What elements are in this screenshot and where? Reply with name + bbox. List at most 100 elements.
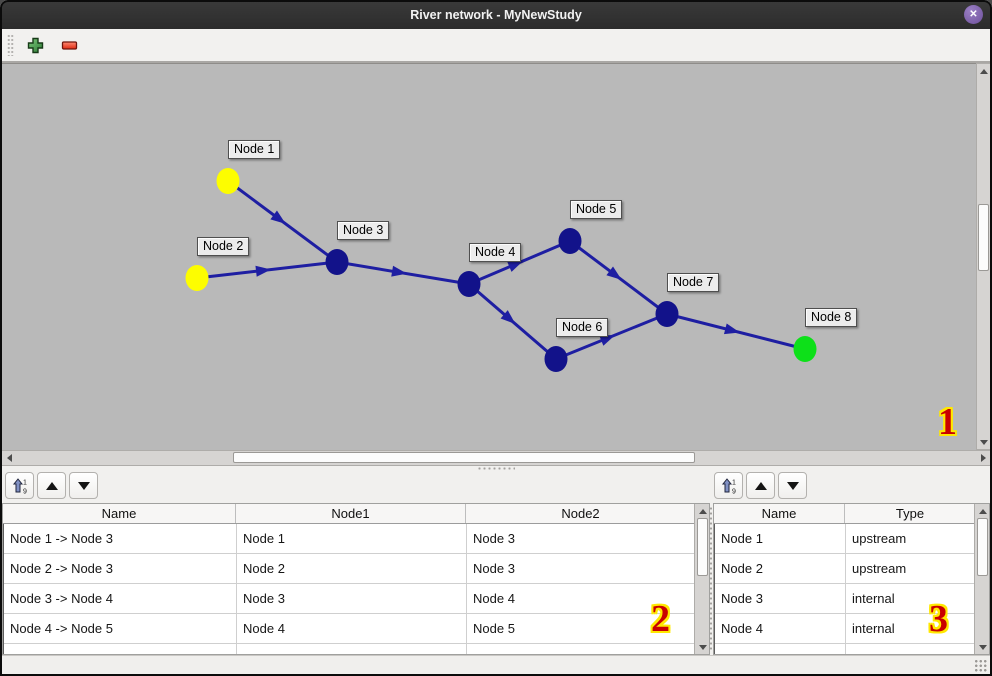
column-header-node2[interactable]: Node2: [466, 504, 696, 523]
link-node1-cell[interactable]: Node 1: [237, 524, 467, 553]
table-row[interactable]: Node 4 -> Node 5 Node 4 Node 5: [4, 614, 709, 644]
node-label: Node 6: [556, 318, 609, 337]
link-node1-cell[interactable]: Node 2: [237, 554, 467, 583]
flow-direction-arrow-icon: [606, 266, 622, 280]
table-row[interactable]: Node 3 -> Node 4 Node 3 Node 4: [4, 584, 709, 614]
node-type-cell[interactable]: internal: [846, 584, 977, 613]
link-node2-cell[interactable]: Node 3: [467, 554, 697, 583]
arrow-up-icon: [45, 481, 58, 490]
pane-splitter-handle[interactable]: [477, 466, 515, 471]
table-row[interactable]: Node 4 internal: [715, 614, 989, 644]
canvas-vertical-scrollbar[interactable]: [976, 63, 991, 450]
node-name-cell[interactable]: Node 3: [715, 584, 846, 613]
svg-text:9: 9: [23, 488, 27, 495]
nodes-table-body: Node 1 upstream Node 2 upstream Node 3 i…: [714, 524, 989, 654]
close-button[interactable]: ✕: [964, 5, 983, 24]
table-row[interactable]: Node 3 internal: [715, 584, 989, 614]
nodes-move-down-button[interactable]: [778, 472, 807, 499]
link-node1-cell[interactable]: Node 3: [237, 584, 467, 613]
node-label: Node 3: [337, 221, 390, 240]
links-table: Name Node1 Node2 Node 1 -> Node 3 Node 1…: [2, 503, 710, 655]
scroll-right-button[interactable]: [977, 451, 989, 464]
scrollbar-thumb[interactable]: [233, 452, 695, 463]
arrow-up-icon: [698, 508, 707, 514]
river-node-node-8[interactable]: [793, 336, 817, 362]
node-label: Node 4: [469, 243, 522, 262]
table-row[interactable]: [4, 644, 709, 654]
table-row[interactable]: Node 2 -> Node 3 Node 2 Node 3: [4, 554, 709, 584]
node-name-cell[interactable]: Node 1: [715, 524, 846, 553]
node-label: Node 8: [805, 308, 858, 327]
link-name-cell[interactable]: Node 1 -> Node 3: [4, 524, 237, 553]
column-header-name[interactable]: Name: [3, 504, 236, 523]
svg-text:1: 1: [23, 479, 27, 486]
remove-button[interactable]: [56, 32, 82, 58]
link-name-cell[interactable]: Node 2 -> Node 3: [4, 554, 237, 583]
link-name-cell[interactable]: Node 3 -> Node 4: [4, 584, 237, 613]
node-label: Node 5: [570, 200, 623, 219]
status-bar: [0, 655, 992, 676]
scroll-left-button[interactable]: [3, 451, 15, 464]
scroll-down-button[interactable]: [976, 641, 989, 653]
sort-1-9-icon: 1 9: [12, 477, 27, 495]
arrow-down-icon: [786, 481, 799, 490]
scrollbar-thumb[interactable]: [977, 518, 988, 576]
flow-direction-arrow-icon: [270, 210, 286, 224]
canvas-horizontal-scrollbar[interactable]: [1, 450, 991, 466]
flow-direction-arrow-icon: [507, 260, 524, 272]
scrollbar-thumb[interactable]: [697, 518, 708, 576]
scroll-up-button[interactable]: [976, 505, 989, 517]
links-sort-button[interactable]: 1 9: [5, 472, 34, 499]
table-row[interactable]: Node 2 upstream: [715, 554, 989, 584]
river-node-node-4[interactable]: [457, 271, 481, 297]
flow-direction-arrow-icon: [255, 265, 271, 277]
table-row[interactable]: [715, 644, 989, 654]
window-resize-grip[interactable]: [974, 659, 987, 672]
arrow-down-icon: [77, 481, 90, 490]
scroll-up-button[interactable]: [977, 65, 990, 77]
flow-direction-arrow-icon: [500, 310, 516, 325]
link-name-cell[interactable]: Node 4 -> Node 5: [4, 614, 237, 643]
scrollbar-thumb[interactable]: [978, 204, 989, 271]
links-table-header: Name Node1 Node2: [3, 504, 709, 524]
add-button[interactable]: [22, 32, 48, 58]
svg-text:9: 9: [732, 488, 736, 495]
toolbar-grip-handle[interactable]: [7, 34, 14, 56]
table-row[interactable]: Node 1 upstream: [715, 524, 989, 554]
column-header-name[interactable]: Name: [714, 504, 845, 523]
link-node2-cell[interactable]: Node 3: [467, 524, 697, 553]
river-node-node-3[interactable]: [325, 249, 349, 275]
tables-splitter-handle[interactable]: [709, 506, 713, 652]
scroll-up-button[interactable]: [696, 505, 709, 517]
node-label: Node 7: [667, 273, 720, 292]
flow-direction-arrow-icon: [723, 323, 740, 335]
titlebar[interactable]: River network - MyNewStudy ✕: [0, 0, 992, 29]
column-header-node1[interactable]: Node1: [236, 504, 466, 523]
arrow-down-icon: [979, 439, 988, 445]
scroll-down-button[interactable]: [977, 436, 990, 448]
nodes-sort-button[interactable]: 1 9: [714, 472, 743, 499]
links-move-down-button[interactable]: [69, 472, 98, 499]
links-table-scrollbar[interactable]: [694, 504, 709, 654]
arrow-right-icon: [980, 453, 986, 462]
river-node-node-2[interactable]: [185, 265, 209, 291]
river-node-node-6[interactable]: [544, 346, 568, 372]
node-type-cell[interactable]: upstream: [846, 524, 977, 553]
link-node1-cell[interactable]: Node 4: [237, 614, 467, 643]
river-node-node-7[interactable]: [655, 301, 679, 327]
node-name-cell[interactable]: Node 4: [715, 614, 846, 643]
annotation-marker-3: 3: [929, 598, 948, 640]
scroll-down-button[interactable]: [696, 641, 709, 653]
column-header-type[interactable]: Type: [845, 504, 976, 523]
node-type-cell[interactable]: internal: [846, 614, 977, 643]
links-move-up-button[interactable]: [37, 472, 66, 499]
nodes-table-scrollbar[interactable]: [974, 504, 989, 654]
nodes-move-up-button[interactable]: [746, 472, 775, 499]
river-node-node-5[interactable]: [558, 228, 582, 254]
table-row[interactable]: Node 1 -> Node 3 Node 1 Node 3: [4, 524, 709, 554]
node-name-cell[interactable]: Node 2: [715, 554, 846, 583]
node-type-cell[interactable]: upstream: [846, 554, 977, 583]
river-node-node-1[interactable]: [216, 168, 240, 194]
